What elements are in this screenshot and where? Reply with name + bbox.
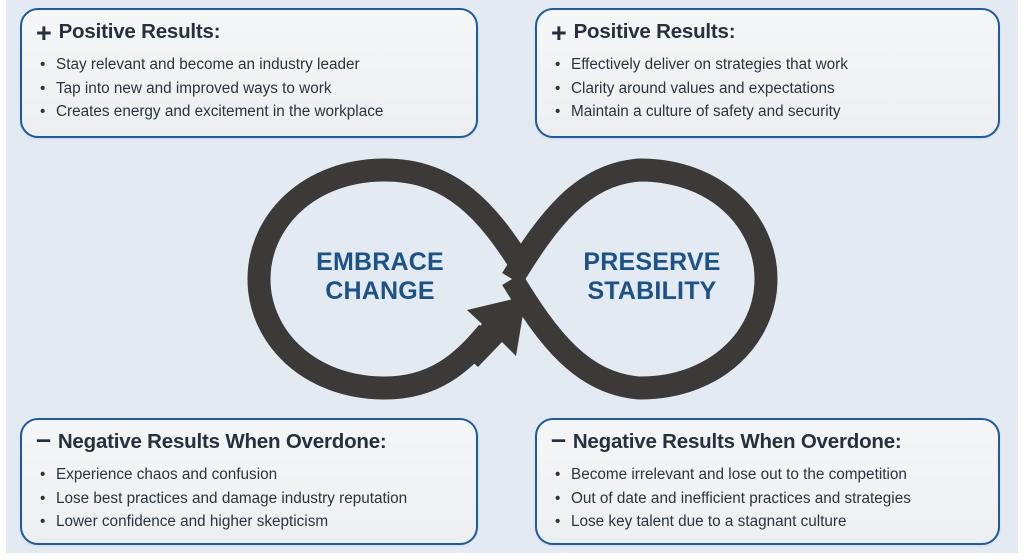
bullet-icon: •	[555, 103, 561, 121]
list-item: • Out of date and inefficient practices a…	[551, 487, 984, 511]
list-item-label: Tap into new and improved ways to work	[56, 79, 332, 97]
list-item-label: Creates energy and excitement in the wor…	[56, 103, 384, 121]
bullet-list: • Experience chaos and confusion • Lose be…	[36, 463, 462, 534]
list-item-label: Clarity around values and expectations	[571, 79, 835, 97]
list-item-label: Experience chaos and confusion	[56, 466, 278, 483]
minus-icon: –	[551, 424, 566, 454]
list-item: • Lose best practices and damage industry…	[36, 487, 462, 511]
bullet-icon: •	[555, 466, 561, 483]
list-item: • Creates energy and excitement in the wo…	[36, 100, 462, 124]
infinity-loop-icon	[230, 150, 795, 408]
negative-results-box-right: – Negative Results When Overdone: • Becom…	[535, 418, 1000, 545]
negative-results-box-left: – Negative Results When Overdone: • Exper…	[20, 418, 478, 545]
embrace-change-label: EMBRACE CHANGE	[316, 248, 444, 305]
bullet-icon: •	[40, 466, 46, 483]
list-item: • Clarity around values and expectations	[551, 77, 984, 101]
list-item-label: Out of date and inefficient practices an…	[571, 489, 911, 507]
list-item-label: Become irrelevant and lose out to the co…	[571, 466, 907, 483]
box-heading-label: Positive Results:	[573, 20, 736, 44]
bullet-icon: •	[40, 56, 46, 73]
bullet-list: • Effectively deliver on strategies that …	[551, 53, 984, 124]
bullet-icon: •	[40, 513, 46, 531]
bullet-icon: •	[40, 489, 46, 507]
box-heading: + Positive Results:	[36, 18, 462, 48]
list-item-label: Maintain a culture of safety and securit…	[571, 103, 841, 121]
positive-results-box-right: + Positive Results: • Effectively deliver…	[535, 8, 1000, 138]
list-item-label: Lose best practices and damage industry …	[56, 489, 408, 507]
bullet-list: • Stay relevant and become an industry le…	[36, 53, 462, 124]
list-item-label: Lose key talent due to a stagnant cultur…	[571, 513, 847, 531]
list-item: • Maintain a culture of safety and securi…	[551, 100, 984, 124]
list-item: • Experience chaos and confusion	[36, 463, 462, 487]
preserve-stability-label: PRESERVE STABILITY	[583, 248, 721, 305]
bullet-icon: •	[40, 103, 46, 121]
box-heading-label: Negative Results When Overdone:	[572, 430, 902, 454]
list-item: • Become irrelevant and lose out to the c…	[551, 463, 984, 487]
bullet-icon: •	[555, 56, 561, 73]
list-item: • Lose key talent due to a stagnant cultu…	[551, 510, 984, 534]
box-heading-label: Negative Results When Overdone:	[57, 430, 387, 454]
bullet-icon: •	[40, 79, 46, 97]
list-item: • Tap into new and improved ways to work	[36, 77, 462, 101]
positive-results-box-left: + Positive Results: • Stay relevant and b…	[20, 8, 478, 138]
box-heading: + Positive Results:	[551, 18, 984, 48]
list-item: • Lower confidence and higher skepticism	[36, 510, 462, 534]
bullet-icon: •	[555, 513, 561, 531]
box-heading: – Negative Results When Overdone:	[36, 424, 462, 456]
minus-icon: –	[36, 424, 51, 454]
bullet-list: • Become irrelevant and lose out to the c…	[551, 463, 984, 534]
plus-icon: +	[36, 18, 52, 48]
bullet-icon: •	[555, 489, 561, 507]
bullet-icon: •	[555, 79, 561, 97]
plus-icon: +	[551, 18, 567, 48]
list-item: • Stay relevant and become an industry le…	[36, 53, 462, 77]
list-item-label: Lower confidence and higher skepticism	[56, 513, 329, 531]
list-item: • Effectively deliver on strategies that …	[551, 53, 984, 77]
box-heading: – Negative Results When Overdone:	[551, 424, 984, 456]
arrowhead-icon	[458, 296, 526, 367]
box-heading-label: Positive Results:	[58, 20, 221, 44]
list-item-label: Effectively deliver on strategies that w…	[571, 56, 848, 73]
list-item-label: Stay relevant and become an industry lea…	[56, 56, 360, 73]
